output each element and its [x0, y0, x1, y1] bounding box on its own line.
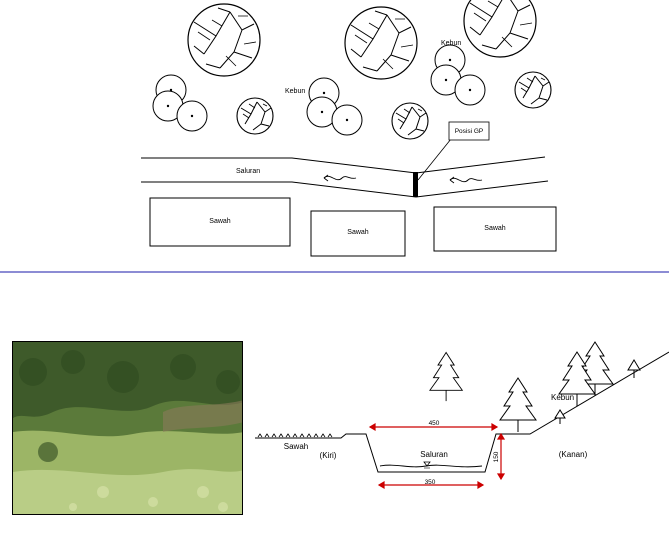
- tree-canopy-icon: [463, 0, 537, 58]
- sawah-plot: [433, 206, 557, 252]
- paddy-grass-icon: [257, 433, 333, 438]
- tree-canopy-icon: [391, 102, 429, 140]
- tree-icon: [499, 377, 537, 433]
- tree-icon: [627, 359, 641, 378]
- right-side-label: (Kanan): [559, 450, 588, 459]
- flow-arrow-icon: [323, 174, 357, 182]
- right-bank-label: Kebun: [551, 393, 574, 402]
- sawah-label: Sawah: [347, 229, 369, 236]
- gp-leader-line: [417, 138, 452, 181]
- dimension-arrow-icon: [377, 480, 385, 490]
- kebun-label: Kebun: [441, 40, 461, 47]
- plan-view: Kebun Kebun Saluran Posisi GP Sawah Sawa…: [141, 0, 557, 257]
- sawah-label: Sawah: [484, 225, 506, 232]
- shrub-icon: [454, 74, 486, 106]
- dimension-arrow-icon: [491, 422, 499, 432]
- dimension-arrow-icon: [496, 473, 506, 481]
- dimension-arrow-icon: [477, 480, 485, 490]
- tree-icon: [554, 409, 566, 424]
- gp-callout-label: Posisi GP: [455, 128, 484, 135]
- channel-bank-lower: [141, 180, 549, 198]
- tree-canopy-icon: [187, 3, 261, 77]
- dimension-arrow-icon: [496, 432, 506, 440]
- shrub-icon: [331, 104, 363, 136]
- water-level-icon: [423, 461, 431, 467]
- ground-profile: [255, 351, 669, 473]
- sawah-plot: [310, 210, 406, 257]
- depth-label: 150: [493, 451, 500, 462]
- dimension-arrow-icon: [368, 422, 376, 432]
- tree-icon: [429, 352, 463, 402]
- tree-canopy-icon: [514, 71, 552, 109]
- tree-canopy-icon: [344, 6, 418, 80]
- sawah-label: Sawah: [209, 218, 231, 225]
- cross-section: 450 350 150 Saluran Sawah (Kiri) (Kanan)…: [255, 341, 669, 490]
- gp-marker: [413, 172, 418, 197]
- site-photo-art: [13, 342, 242, 514]
- sawah-plot: [149, 197, 291, 247]
- site-photo: [12, 341, 243, 515]
- top-width-label: 450: [429, 420, 440, 427]
- channel-label: Saluran: [236, 168, 260, 175]
- shrub-icon: [176, 100, 208, 132]
- kebun-label: Kebun: [285, 88, 305, 95]
- channel-label: Saluran: [420, 450, 448, 459]
- water-surface: [379, 464, 483, 468]
- gp-callout-box: [448, 121, 490, 141]
- bottom-width-label: 350: [425, 479, 436, 486]
- left-bank-label: Sawah: [284, 442, 308, 451]
- left-side-label: (Kiri): [320, 451, 337, 460]
- flow-arrow-icon: [449, 176, 483, 184]
- tree-canopy-icon: [236, 97, 274, 135]
- channel-bank-upper: [141, 156, 546, 174]
